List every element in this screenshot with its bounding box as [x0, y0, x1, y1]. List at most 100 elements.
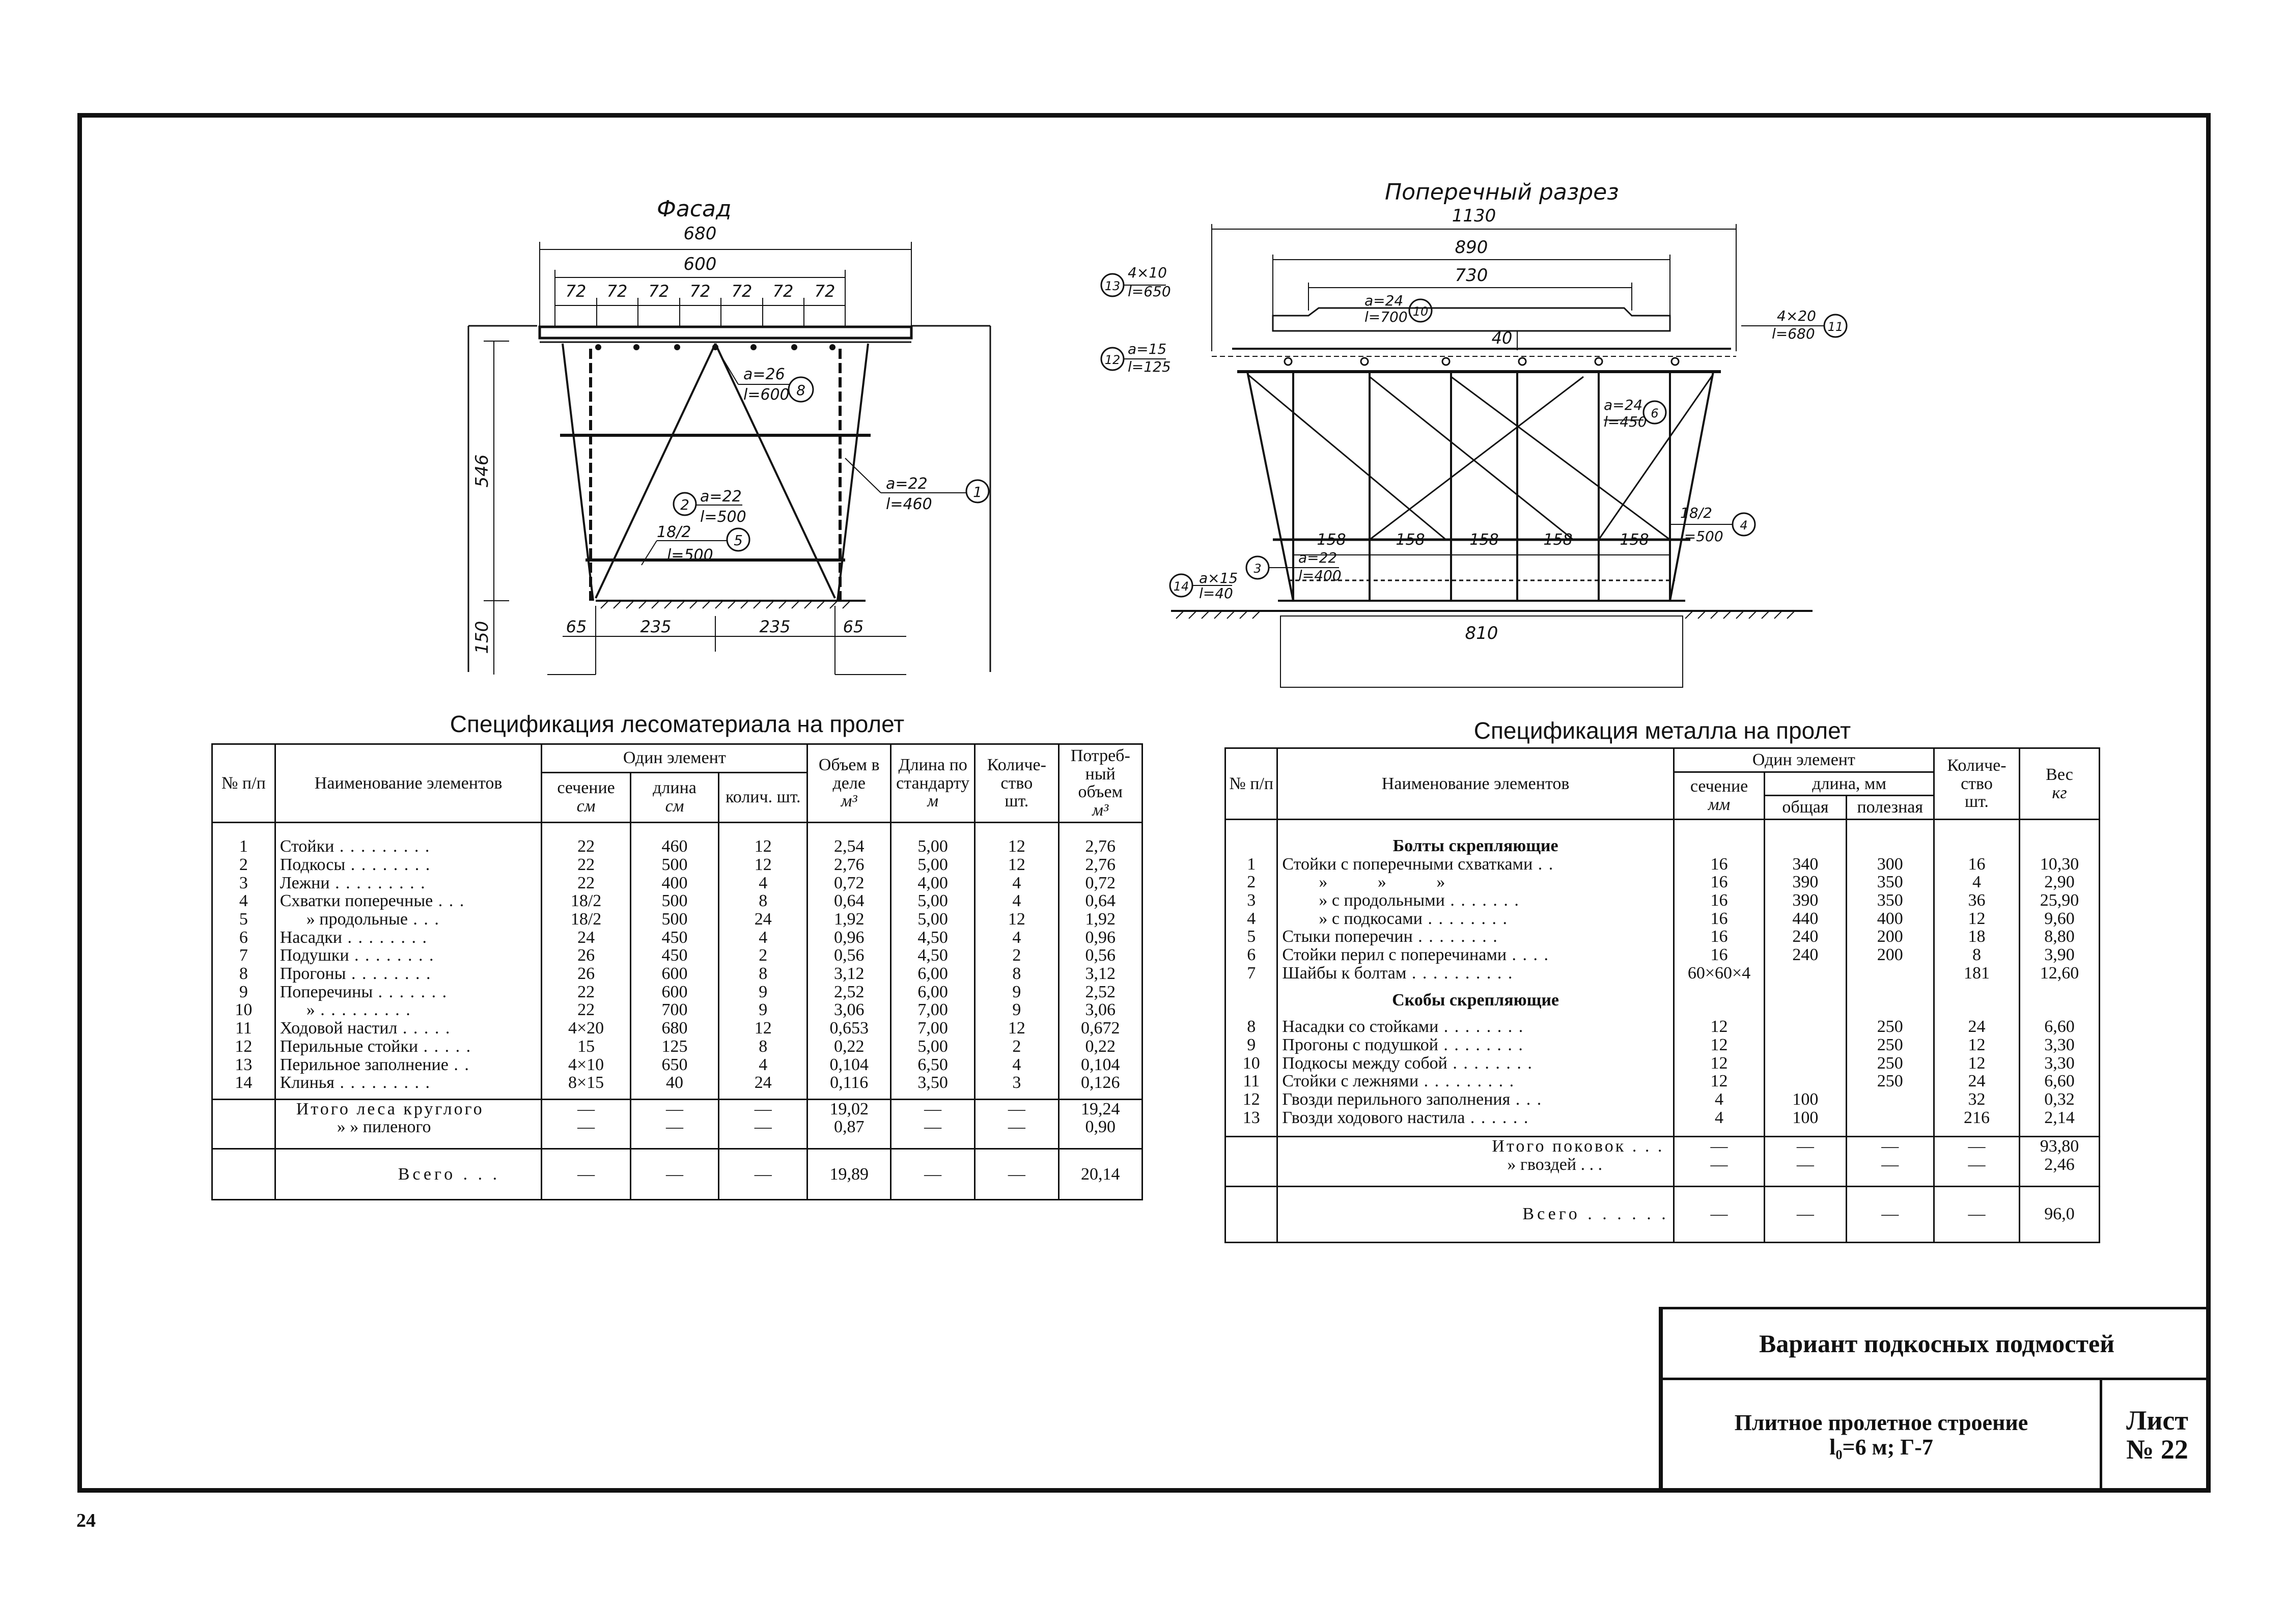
section-label-10a: a=24: [1364, 292, 1403, 309]
section-dim-1130: 1130: [1452, 209, 1496, 226]
section-callout-14: 14: [1174, 579, 1189, 594]
col-no: № п/п: [1224, 747, 1278, 821]
timber-table-title: Спецификация лесоматериала на пролет: [450, 711, 905, 737]
col-name: Наименование элементов: [1276, 747, 1675, 821]
table-row-total: » » пиленого———0,87——0,90: [211, 1118, 1144, 1149]
section-dim-730: 730: [1455, 265, 1488, 286]
section-callout-13: 13: [1105, 279, 1121, 293]
facade-label-2a: a=22: [700, 488, 742, 506]
section-dim-158: 158: [1469, 531, 1498, 549]
col-one-element: Один элемент: [1673, 747, 1935, 773]
col-one-element: Один элемент: [541, 743, 809, 773]
facade-dim-72: 72: [732, 282, 753, 301]
facade-drawing: 680 600 72 72 72 72 72 72 72 546 150 65 …: [467, 223, 991, 675]
facade-dim-680: 680: [684, 223, 717, 244]
facade-callout-5: 5: [734, 532, 743, 549]
section-label-3a: a=22: [1298, 549, 1337, 566]
section-dim-810: 810: [1465, 623, 1498, 643]
metal-table-title: Спецификация металла на пролет: [1473, 717, 1851, 744]
table-row-total: Итого леса круглого———19,02——19,24: [211, 1098, 1144, 1118]
facade-dim-72: 72: [815, 282, 835, 301]
title-block: Вариант подкосных подмостей Плитное прол…: [1659, 1307, 2211, 1493]
facade-dim-600: 600: [684, 254, 717, 274]
section-label-11a: 4×20: [1777, 307, 1816, 324]
facade-dim-546: 546: [472, 455, 492, 488]
title-block-title: Вариант подкосных подмостей: [1663, 1309, 2211, 1380]
sheet-label: Лист: [2126, 1405, 2188, 1436]
col-useful: полезная: [1845, 795, 1935, 821]
section-dim-890: 890: [1455, 237, 1488, 258]
facade-dim-72: 72: [649, 282, 670, 301]
section-label-3b: l=400: [1298, 567, 1342, 584]
facade-callout-8: 8: [796, 382, 805, 399]
metal-spec-table: № п/п Наименование элементов Один элемен…: [1224, 747, 2100, 1243]
group-staples: Скобы скрепляющие: [1276, 982, 1675, 1018]
facade-label-5a: 18/2: [657, 523, 691, 541]
col-name: Наименование элементов: [274, 743, 543, 823]
section-label-12a: a=15: [1128, 341, 1166, 357]
section-label-13b: l=650: [1128, 283, 1171, 300]
facade-label-5b: l=500: [667, 546, 713, 564]
section-callout-10: 10: [1413, 304, 1429, 319]
col-total: общая: [1764, 795, 1847, 821]
col-length: длина, мм: [1764, 771, 1935, 797]
col-qty: колич. шт.: [718, 771, 809, 823]
section-label-10b: l=700: [1364, 309, 1408, 325]
section-dim-40: 40: [1492, 328, 1513, 348]
timber-spec-table: № п/п Наименование элементов Один элемен…: [211, 743, 1144, 1200]
table-row-grand-total: Всего . . .———19,89——20,14: [211, 1147, 1144, 1200]
subtitle-line-1: Плитное пролетное строение: [1734, 1410, 2028, 1435]
facade-dim-65-right: 65: [843, 617, 864, 636]
section-callout-4: 4: [1740, 518, 1747, 533]
facade-dim-235-right: 235: [759, 617, 790, 636]
facade-label-1b: l=460: [886, 495, 932, 513]
page-number: 24: [76, 1510, 96, 1531]
title-block-subtitle: Плитное пролетное строение l₀=6 м; Г-7: [1663, 1378, 2102, 1493]
section-label-4b: l=500: [1680, 528, 1723, 545]
facade-dim-150: 150: [472, 621, 492, 654]
facade-label-8a: a=26: [743, 366, 785, 383]
table-row-grand-total: Всего . . . . . .————96,0: [1224, 1185, 2100, 1242]
facade-callout-2: 2: [680, 496, 689, 513]
sheet-number: Лист № 22: [2100, 1378, 2215, 1493]
group-bolts: Болты скрепляющие: [1276, 819, 1675, 855]
drawing-frame: [77, 113, 2211, 1493]
section-label-14a: a×15: [1199, 570, 1238, 586]
facade-label-1a: a=22: [886, 475, 928, 493]
section-label-14b: l=40: [1199, 585, 1233, 602]
sheet-no: № 22: [2126, 1434, 2188, 1465]
col-no: № п/п: [211, 743, 276, 823]
section-dim-158: 158: [1620, 531, 1649, 549]
facade-dim-72: 72: [690, 282, 711, 301]
